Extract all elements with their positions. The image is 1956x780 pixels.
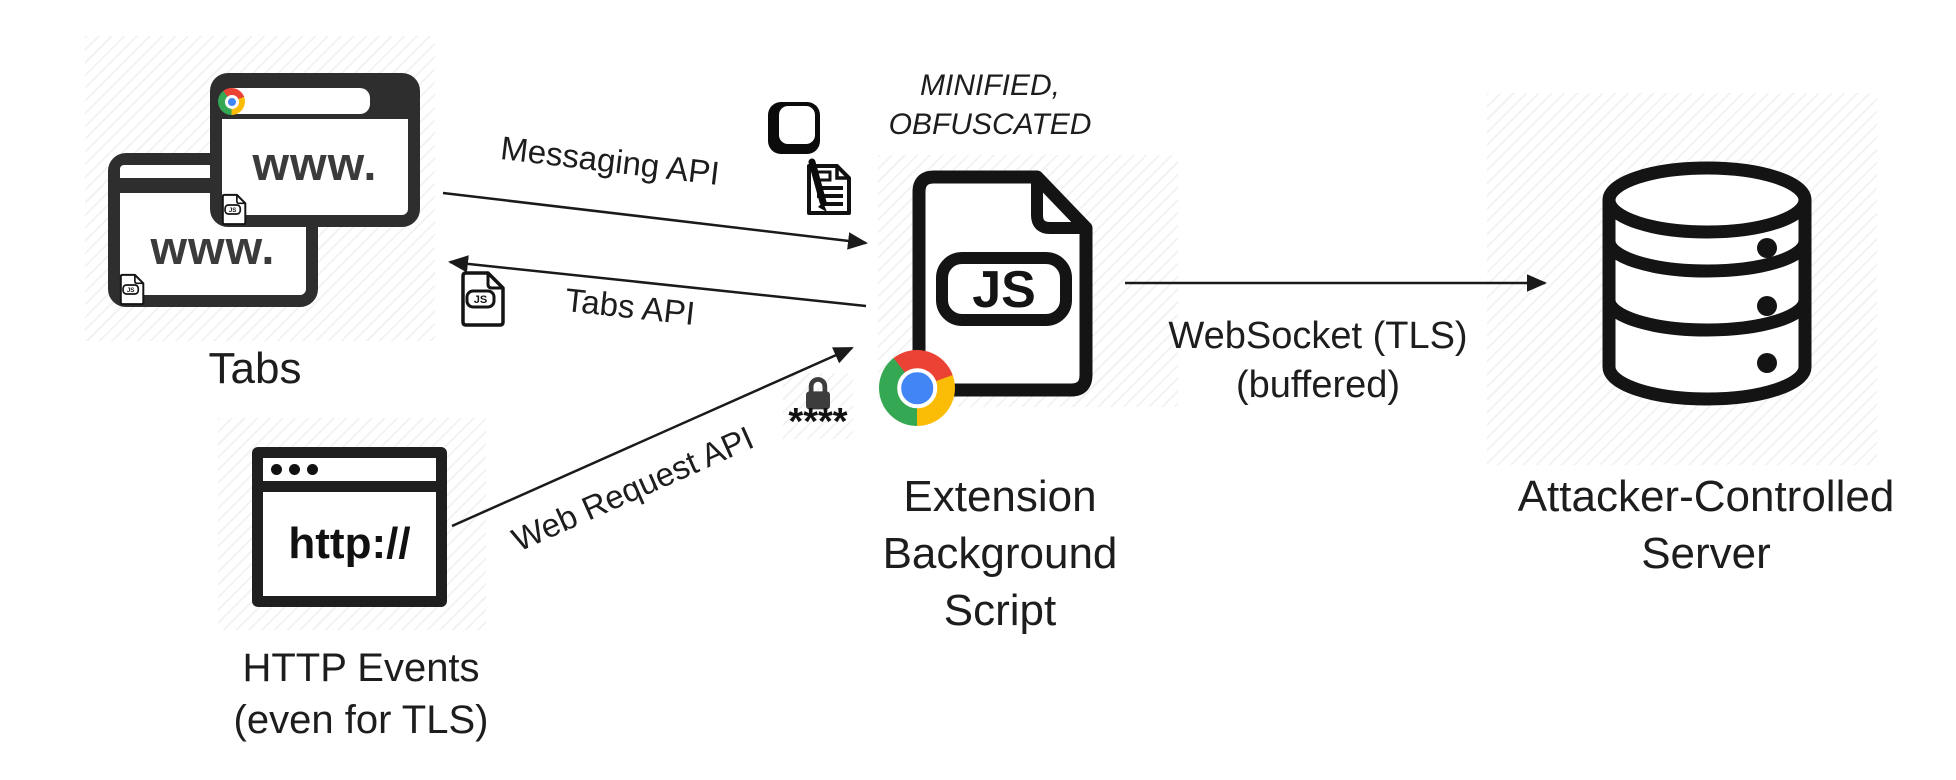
server-label-line1: Attacker-Controlled	[1517, 472, 1895, 521]
chrome-icon-hub	[224, 94, 239, 109]
extension-label-line2: Background	[882, 529, 1118, 579]
window-header	[218, 85, 408, 119]
tabs-node-label: Tabs	[208, 344, 302, 393]
web-request-api-arrow	[451, 346, 854, 528]
http-events-label-line2: (even for TLS)	[233, 698, 489, 742]
server-node-label: Attacker-Controlled Server	[1506, 468, 1906, 582]
minified-line1: MINIFIED,	[920, 69, 1060, 102]
js-file-icon: JS	[221, 193, 247, 226]
lock-icon	[806, 377, 830, 410]
note-pen-icon	[807, 158, 851, 215]
minified-line2: OBFUSCATED	[888, 108, 1092, 141]
window-content: www.	[222, 119, 408, 202]
svg-text:JS: JS	[972, 261, 1036, 319]
chrome-icon-hub	[897, 368, 937, 408]
chrome-icon	[879, 350, 955, 426]
http-events-node-label: HTTP Events (even for TLS)	[211, 642, 511, 746]
svg-text:JS: JS	[474, 294, 487, 306]
websocket-label: WebSocket (TLS) (buffered)	[1158, 312, 1478, 409]
http-text: http://	[288, 519, 411, 568]
server-label-line2: Server	[1641, 529, 1771, 579]
tabs-api-arrow	[448, 255, 867, 308]
js-file-icon: JS	[461, 271, 505, 327]
extension-label-line3: Script	[943, 586, 1057, 636]
svg-text:JS: JS	[127, 287, 135, 294]
server-database-icon	[1602, 161, 1812, 406]
extension-node-label: Extension Background Script	[850, 468, 1150, 640]
key-icon	[768, 102, 820, 154]
password-lock-group: ****	[786, 376, 850, 443]
window-dot-icon	[271, 464, 282, 475]
window-content: http://	[263, 492, 436, 596]
server-led-dot	[1757, 238, 1777, 258]
minified-annotation: MINIFIED, OBFUSCATED	[845, 66, 1135, 144]
server-led-dot	[1757, 353, 1777, 373]
extension-label-line1: Extension	[903, 472, 1097, 521]
window-dot-icon	[289, 464, 300, 475]
www-text: www.	[252, 137, 378, 190]
http-events-label-line1: HTTP Events	[242, 646, 480, 690]
http-events-window: http://	[252, 447, 447, 607]
window-header	[263, 458, 436, 481]
chrome-icon	[218, 88, 245, 115]
svg-text:JS: JS	[229, 207, 237, 214]
js-file-icon: JS	[119, 273, 145, 306]
password-asterisks: ****	[788, 401, 848, 443]
websocket-label-line2: (buffered)	[1235, 363, 1401, 406]
window-content: www.	[120, 193, 306, 295]
address-bar	[222, 88, 370, 114]
browser-tab-window-front: www. JS	[210, 73, 420, 227]
messaging-api-arrow	[442, 191, 868, 250]
www-text: www.	[150, 220, 276, 274]
window-dot-icon	[307, 464, 318, 475]
window-toolbar-divider	[263, 481, 436, 492]
websocket-label-line1: WebSocket (TLS)	[1168, 315, 1468, 357]
server-led-dot	[1757, 296, 1777, 316]
